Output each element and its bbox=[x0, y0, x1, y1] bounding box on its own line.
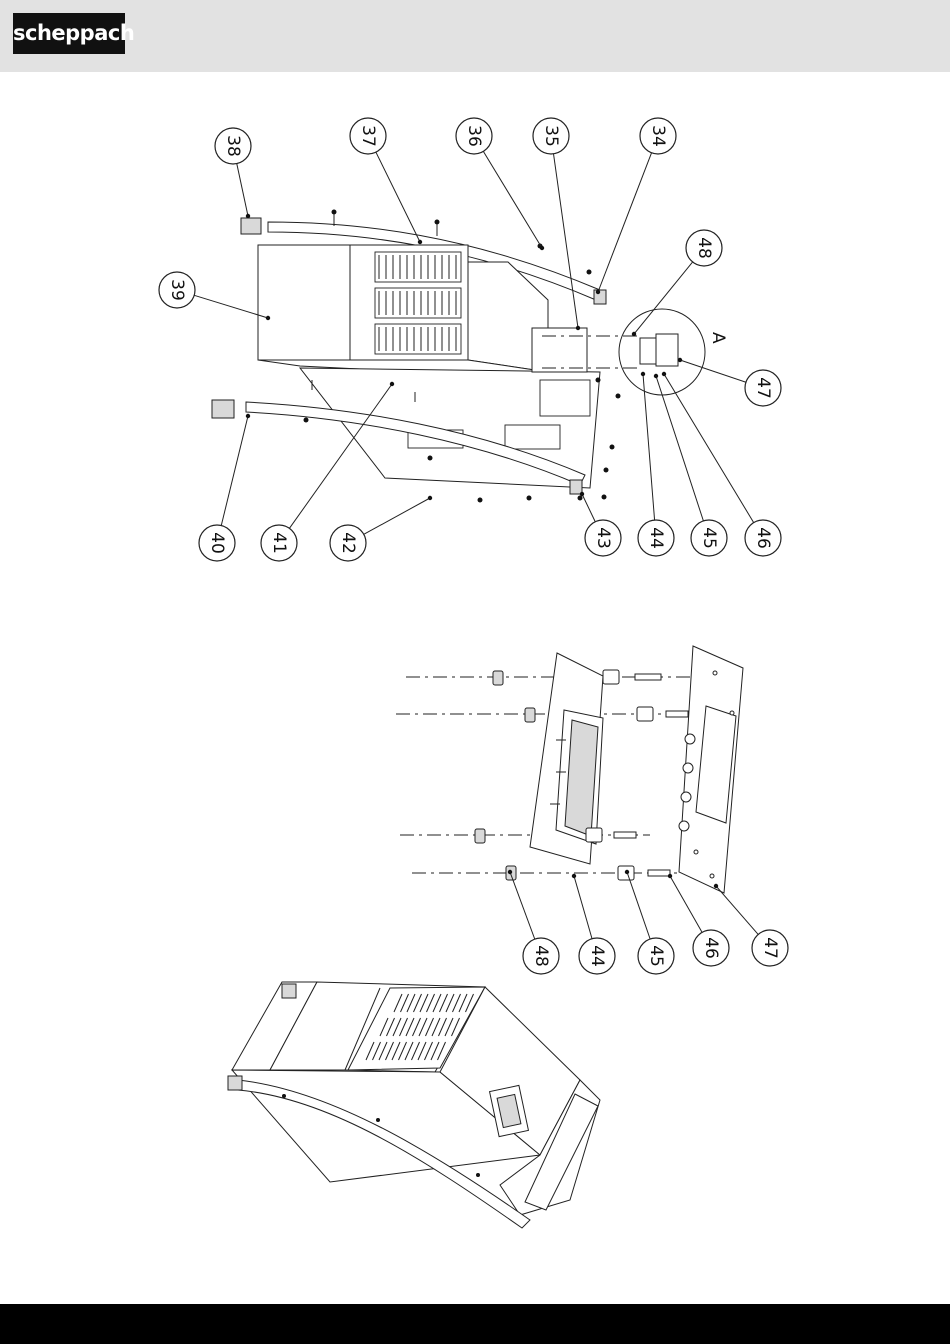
callout-number: 35 bbox=[541, 125, 561, 147]
callout-48: 48 bbox=[508, 870, 559, 974]
callout-number: 36 bbox=[464, 125, 484, 147]
callout-arrowhead bbox=[632, 332, 636, 336]
callout-arrowhead bbox=[390, 382, 394, 386]
callout-leader bbox=[483, 151, 542, 248]
callout-arrowhead bbox=[418, 240, 422, 244]
callout-40: 40 bbox=[199, 414, 250, 561]
callout-arrowhead bbox=[668, 874, 672, 878]
callout-arrowhead bbox=[596, 290, 600, 294]
callout-number: 47 bbox=[753, 377, 773, 399]
callout-leader bbox=[643, 374, 655, 520]
callout-leader bbox=[716, 886, 758, 934]
callout-leader bbox=[634, 262, 693, 334]
callout-number: 38 bbox=[223, 135, 243, 157]
exploded-detail-a bbox=[396, 646, 743, 893]
callout-number: 42 bbox=[338, 532, 358, 554]
foot-43 bbox=[570, 480, 582, 494]
callout-42: 42 bbox=[330, 496, 432, 561]
callout-38: 38 bbox=[215, 128, 251, 218]
callout-number: 48 bbox=[531, 945, 551, 967]
callout-leader bbox=[194, 295, 268, 318]
callout-number: 44 bbox=[646, 527, 666, 549]
callout-48: 48 bbox=[632, 230, 722, 336]
callout-number: 45 bbox=[699, 527, 719, 549]
end-cap-38 bbox=[241, 218, 261, 234]
callout-arrowhead bbox=[654, 374, 658, 378]
callout-arrowhead bbox=[428, 496, 432, 500]
callout-number: 45 bbox=[646, 945, 666, 967]
end-cap-40 bbox=[212, 400, 234, 418]
callout-number: 48 bbox=[694, 237, 714, 259]
callout-number: 37 bbox=[358, 125, 378, 147]
callout-leader bbox=[582, 494, 595, 522]
callout-number: 46 bbox=[753, 527, 773, 549]
callout-arrowhead bbox=[580, 492, 584, 496]
callout-number: 34 bbox=[648, 125, 668, 147]
callout-leader bbox=[574, 876, 592, 939]
callouts-detail: 48 44 45 46 47 bbox=[508, 870, 788, 974]
page-footer bbox=[0, 1304, 950, 1344]
callout-arrowhead bbox=[572, 874, 576, 878]
callout-leader bbox=[656, 376, 703, 521]
callout-arrowhead bbox=[246, 414, 250, 418]
callout-number: 46 bbox=[701, 937, 721, 959]
callout-number: 43 bbox=[593, 527, 613, 549]
callout-leader bbox=[510, 872, 535, 939]
callout-44: 44 bbox=[638, 372, 674, 556]
callout-39: 39 bbox=[159, 272, 270, 320]
bracket bbox=[532, 328, 587, 372]
callout-number: 39 bbox=[167, 279, 187, 301]
callout-arrowhead bbox=[246, 214, 250, 218]
callout-leader bbox=[670, 876, 702, 932]
callout-leader bbox=[237, 164, 248, 216]
grille-slots bbox=[375, 252, 461, 354]
callout-45: 45 bbox=[625, 870, 674, 974]
callout-arrowhead bbox=[641, 372, 645, 376]
callout-36: 36 bbox=[456, 118, 544, 250]
callout-arrowhead bbox=[714, 884, 718, 888]
callout-37: 37 bbox=[350, 118, 422, 244]
callout-arrowhead bbox=[678, 358, 682, 362]
callout-number: 41 bbox=[269, 532, 289, 554]
callout-arrowhead bbox=[266, 316, 270, 320]
callout-leader bbox=[664, 374, 754, 523]
detail-a-label: A bbox=[708, 332, 728, 344]
callout-arrowhead bbox=[540, 246, 544, 250]
callout-number: 44 bbox=[587, 945, 607, 967]
callout-arrowhead bbox=[576, 326, 580, 330]
exploded-assembly-top: A bbox=[212, 210, 728, 503]
callout-44: 44 bbox=[572, 874, 615, 974]
callout-number: 40 bbox=[207, 532, 227, 554]
callout-arrowhead bbox=[508, 870, 512, 874]
callout-leader bbox=[680, 360, 746, 382]
callout-arrowhead bbox=[662, 372, 666, 376]
callout-leader bbox=[598, 153, 652, 292]
callout-leader bbox=[364, 498, 430, 534]
assembled-view bbox=[228, 982, 600, 1228]
callout-leader bbox=[376, 152, 420, 242]
callout-43: 43 bbox=[580, 492, 621, 556]
callout-leader bbox=[221, 416, 248, 526]
callout-number: 47 bbox=[760, 937, 780, 959]
housing-top-panel bbox=[258, 245, 350, 360]
callout-leader bbox=[554, 154, 578, 328]
callout-arrowhead bbox=[625, 870, 629, 874]
callout-34: 34 bbox=[596, 118, 676, 294]
callout-leader bbox=[627, 872, 650, 939]
